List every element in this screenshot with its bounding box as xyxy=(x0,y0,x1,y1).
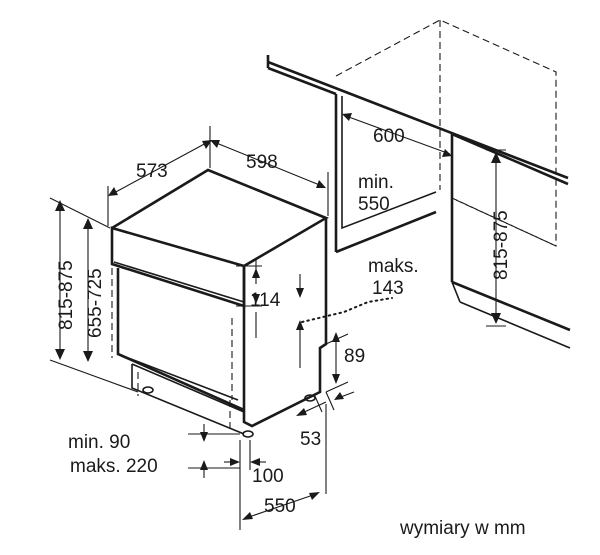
plinth-min-label: min. 90 xyxy=(68,432,130,453)
niche-floor-line-right xyxy=(451,280,571,332)
dim-depth-573: 573 xyxy=(107,126,212,226)
depth-label: 573 xyxy=(136,161,168,182)
dim-114-label: 114 xyxy=(250,290,281,311)
panel-max-label: maks. xyxy=(368,256,419,277)
niche-back-bottom-dashed xyxy=(455,199,557,247)
dim-53-label: 53 xyxy=(300,429,321,450)
niche-height-label: 815-875 xyxy=(491,210,512,280)
panel-max-leader xyxy=(301,297,393,323)
dim-niche-height: 815-875 xyxy=(486,149,512,327)
dim-panel-max: maks. 143 xyxy=(301,256,419,323)
height-655-725-label: 655-725 xyxy=(85,268,106,338)
dim-114: 114 xyxy=(236,258,304,368)
dim-53: 53 xyxy=(296,391,355,450)
dishwasher xyxy=(110,168,329,438)
dim-89: 89 xyxy=(325,332,365,393)
dim-100: 100 xyxy=(224,440,284,530)
dim-550-bottom: 550 xyxy=(242,404,327,520)
dim-niche-width: 600 xyxy=(342,113,452,157)
door-dashed-outline xyxy=(111,268,233,400)
plinth xyxy=(131,364,245,435)
dim-height-655-725: 655-725 xyxy=(83,218,106,362)
dim-89-label: 89 xyxy=(344,346,365,367)
countertop-top-edge xyxy=(267,60,569,180)
niche-depth-min-label: min. xyxy=(358,172,394,193)
control-panel-lower-line xyxy=(113,261,245,303)
cabinet-niche xyxy=(266,19,571,349)
dim-width-598: 598 xyxy=(210,140,329,216)
dishwasher-top-face xyxy=(111,168,329,268)
foot-front-left xyxy=(142,386,154,394)
units-caption: wymiary w mm xyxy=(399,518,526,539)
dishwasher-door xyxy=(116,268,245,412)
countertop-bottom-edge xyxy=(267,66,569,186)
dim-100-label: 100 xyxy=(252,466,284,487)
dim-550-bottom-label: 550 xyxy=(264,496,296,517)
dim-niche-depth: min. 550 xyxy=(358,172,394,215)
plinth-dashed xyxy=(137,372,231,430)
niche-left-panel-inner xyxy=(341,96,437,230)
height-left-label: 815-875 xyxy=(56,260,77,330)
foot-front-right xyxy=(242,430,254,438)
niche-left-panel-bottom xyxy=(335,210,437,254)
door-bottom-edge xyxy=(117,353,239,401)
plinth-top xyxy=(131,363,245,413)
niche-floor-line-right-2 xyxy=(459,301,571,349)
niche-depth-value-label: 550 xyxy=(358,194,390,215)
foot-rear-right xyxy=(304,394,316,402)
width-label: 598 xyxy=(246,152,278,173)
panel-max-value: 143 xyxy=(372,278,404,299)
niche-width-label: 600 xyxy=(373,126,405,147)
dim-height-left: 815-875 xyxy=(49,197,139,393)
niche-floor-step xyxy=(451,281,461,303)
dim-plinth-height: min. 90 maks. 220 xyxy=(68,424,240,478)
plinth-max-label: maks. 220 xyxy=(70,456,158,477)
